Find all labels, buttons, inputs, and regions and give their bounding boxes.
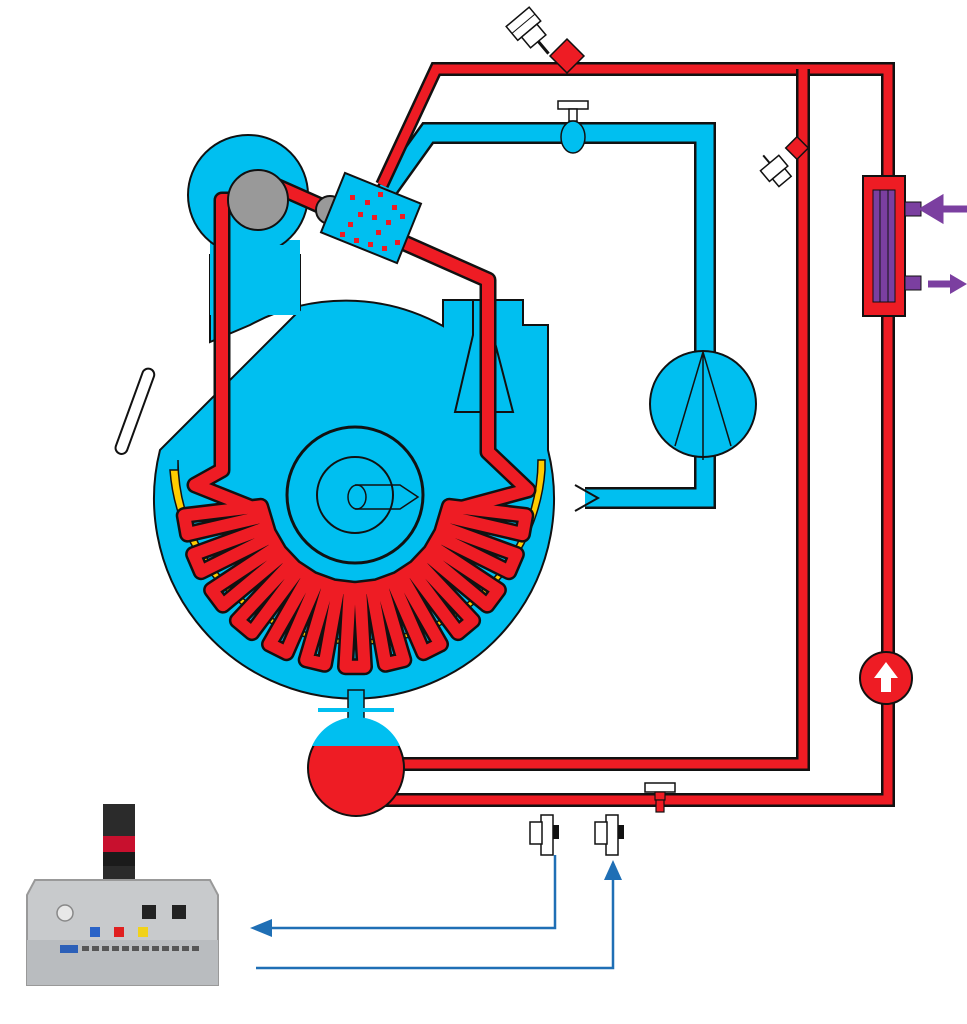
control-key[interactable] (182, 946, 189, 951)
control-unit-icon[interactable] (26, 804, 219, 986)
control-key[interactable] (92, 946, 99, 951)
control-key[interactable] (142, 946, 149, 951)
collection-tank-icon (307, 689, 405, 817)
condenser-dot (386, 220, 391, 225)
safety-valve-icon[interactable] (505, 6, 586, 75)
control-key[interactable] (122, 946, 129, 951)
condenser-dot (358, 212, 363, 217)
hand-valve-icon[interactable] (529, 814, 559, 856)
serpentine-coil-icon (175, 169, 537, 676)
coolant-out-arrow-icon (928, 274, 967, 294)
control-key[interactable] (132, 946, 139, 951)
condenser-dot (340, 232, 345, 237)
condenser-dot (382, 246, 387, 251)
pump-arrow-icon[interactable] (859, 651, 913, 705)
condenser-block-icon (319, 171, 423, 265)
red-supply-line (375, 62, 895, 807)
condenser-dot (354, 238, 359, 243)
blue-process-line (371, 122, 716, 512)
control-key[interactable] (152, 946, 159, 951)
control-key[interactable] (82, 946, 89, 951)
condenser-dot (348, 222, 353, 227)
condenser-dot (365, 200, 370, 205)
control-key[interactable] (162, 946, 169, 951)
hand-valve-icon[interactable] (594, 814, 624, 856)
separator-icon (649, 350, 757, 460)
condenser-dot (395, 240, 400, 245)
control-key[interactable] (112, 946, 119, 951)
condenser-dot (350, 195, 355, 200)
coolant-in-arrow-icon (918, 193, 967, 225)
blue-line-valve-icon[interactable] (557, 100, 589, 154)
condenser-dot (376, 230, 381, 235)
condenser-dot (372, 215, 377, 220)
condenser-dot (400, 214, 405, 219)
heat-exchanger-icon (862, 175, 922, 317)
drain-valve-icon[interactable] (644, 782, 676, 813)
control-key[interactable] (172, 946, 179, 951)
condenser-dot (368, 242, 373, 247)
control-signal-out-arrow (250, 855, 557, 937)
condenser-dot (392, 205, 397, 210)
control-signal-in-arrow (256, 860, 622, 970)
control-key[interactable] (102, 946, 109, 951)
condenser-dot (378, 192, 383, 197)
control-key[interactable] (192, 946, 199, 951)
relief-valve-icon[interactable] (754, 135, 810, 189)
